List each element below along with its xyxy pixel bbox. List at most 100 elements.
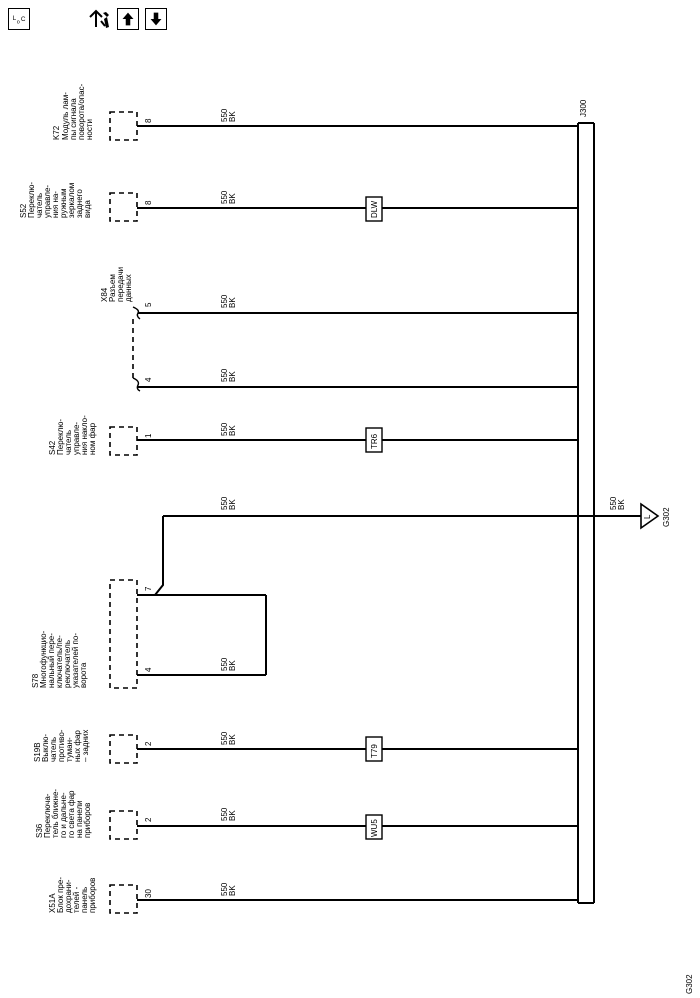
svg-text:o: o	[17, 20, 20, 26]
component-desc-3: управле-	[43, 185, 52, 218]
component-desc-2: тель ближне-	[51, 789, 60, 838]
component-desc-2: чатель	[49, 737, 58, 762]
component-desc-3: поворота/опас-	[77, 83, 86, 140]
wire-num: 550	[220, 496, 229, 510]
wire-color: BK	[228, 371, 237, 382]
component-desc-4: реключатель	[63, 640, 72, 688]
option-label: T79	[370, 744, 379, 758]
wire-pin7-ground	[137, 516, 164, 596]
option-box	[365, 736, 383, 762]
component-id: S52	[19, 203, 28, 218]
component-desc-2: нальный пере-	[47, 633, 56, 688]
splice-label: J300	[579, 99, 588, 117]
connector-box	[109, 579, 138, 689]
circuit-x51a: 30 550 BK X51A Блок пре- дохрани- телей …	[48, 877, 578, 914]
circuit-s52: 8 550 BK DLW S52 Переклю- чатель управле…	[19, 182, 578, 222]
wire-num: 550	[220, 422, 229, 436]
pin-label-b: 7	[144, 586, 153, 591]
wire-color: BK	[228, 885, 237, 896]
component-id: S36	[35, 823, 44, 838]
ground-g302: L 550 BK G302 550 BK	[163, 496, 671, 530]
component-desc-3: го и дальне-	[59, 792, 68, 838]
connector-box	[109, 111, 138, 141]
component-desc-3: ключатель/пе-	[55, 635, 64, 688]
option-box	[365, 196, 383, 222]
wire-color: BK	[228, 297, 237, 308]
svg-text:C: C	[21, 16, 26, 23]
ground-symbol	[640, 502, 660, 530]
component-desc-5: ружным	[59, 189, 68, 218]
splice-bar: J300	[577, 99, 595, 904]
component-desc-1: Выклю-	[41, 734, 50, 762]
connector-box	[109, 884, 138, 914]
component-desc-1: Блок пре-	[56, 877, 65, 913]
component-desc-6: зеркалом	[67, 183, 76, 218]
component-desc-4: ния накло-	[80, 415, 89, 455]
connector-box	[109, 426, 138, 456]
wire-num: 550	[220, 731, 229, 745]
component-desc-6: приборов	[83, 803, 92, 838]
circuit-k72: 8 550 BK K72 Модуль лам- пы сигнала пово…	[52, 83, 578, 141]
component-desc-1: Переклю-	[27, 182, 36, 218]
pin-label: 2	[144, 741, 153, 746]
loc-icon: L o C	[13, 15, 26, 26]
component-desc-4: ния на-	[51, 191, 60, 218]
pin-contact	[132, 377, 141, 392]
component-desc-1: Многофункцио-	[39, 630, 48, 688]
component-desc-1: Переключа-	[43, 793, 52, 838]
ground-wire-color: BK	[617, 499, 626, 510]
component-desc-8: вида	[83, 200, 92, 218]
ground-wire-num: 550	[609, 496, 618, 510]
repair-updown-button[interactable]	[88, 8, 112, 30]
arrow-up-button[interactable]	[117, 8, 139, 30]
component-desc-5: указателей по-	[71, 633, 80, 688]
component-id: S42	[48, 440, 57, 455]
wire-color: BK	[228, 111, 237, 122]
ground-pin: L	[643, 514, 652, 519]
component-id: X51A	[48, 893, 57, 913]
circuit-s19b: 2 550 BK T79 S19B Выклю- чатель противо-…	[33, 729, 578, 764]
circuit-x84: 5 550 BK X84 Разъем передачи данных	[100, 267, 578, 378]
pin-label: 1	[144, 433, 153, 438]
wire-num: 550	[220, 190, 229, 204]
component-desc-1: Переклю-	[56, 419, 65, 455]
wire-num: 550	[220, 882, 229, 896]
circuit-x84-pin4: 4 550 BK	[132, 368, 578, 392]
component-desc-3: противо-	[57, 729, 66, 762]
pin-label: 5	[144, 302, 153, 307]
component-desc-7: заднего	[75, 189, 84, 218]
component-desc-3: телей -	[72, 886, 81, 913]
repair-updown-icon	[89, 9, 109, 28]
wire-num: 550	[220, 807, 229, 821]
component-desc-1: Разъем	[108, 274, 117, 302]
component-desc-4: го света фар	[67, 790, 76, 838]
component-desc-2: пы сигнала	[69, 98, 78, 140]
arrow-down-button[interactable]	[145, 8, 167, 30]
wire-color: BK	[228, 660, 237, 671]
pin-label: 4	[144, 377, 153, 382]
component-desc-6: ворота	[79, 662, 88, 688]
wire-color: BK	[228, 193, 237, 204]
loc-button[interactable]: L o C	[8, 8, 30, 30]
component-desc-2: чатель	[64, 430, 73, 455]
wire-color: BK	[228, 810, 237, 821]
component-id: S19B	[33, 742, 42, 762]
wire-num: 550	[220, 368, 229, 382]
figure-id: G302	[685, 974, 694, 994]
wire-num: 550	[220, 108, 229, 122]
component-desc-2: дохрани-	[64, 879, 73, 913]
circuit-s78: 7 4 550 BK S78 Многофункцио- нальный пер…	[31, 516, 267, 689]
component-desc-5: ном фар	[88, 422, 97, 455]
component-id: X84	[100, 287, 109, 302]
connector-box	[109, 192, 138, 222]
option-box	[365, 427, 383, 453]
component-desc-5: на панели	[75, 800, 84, 838]
wire-color: BK	[228, 734, 237, 745]
circuit-s42: 1 550 BK TR6 S42 Переклю- чатель управле…	[48, 415, 578, 456]
pin-contact	[132, 306, 141, 320]
option-label: WU5	[370, 819, 379, 837]
component-id: S78	[31, 673, 40, 688]
wire-color: BK	[228, 425, 237, 436]
component-desc-2: чатель	[35, 193, 44, 218]
